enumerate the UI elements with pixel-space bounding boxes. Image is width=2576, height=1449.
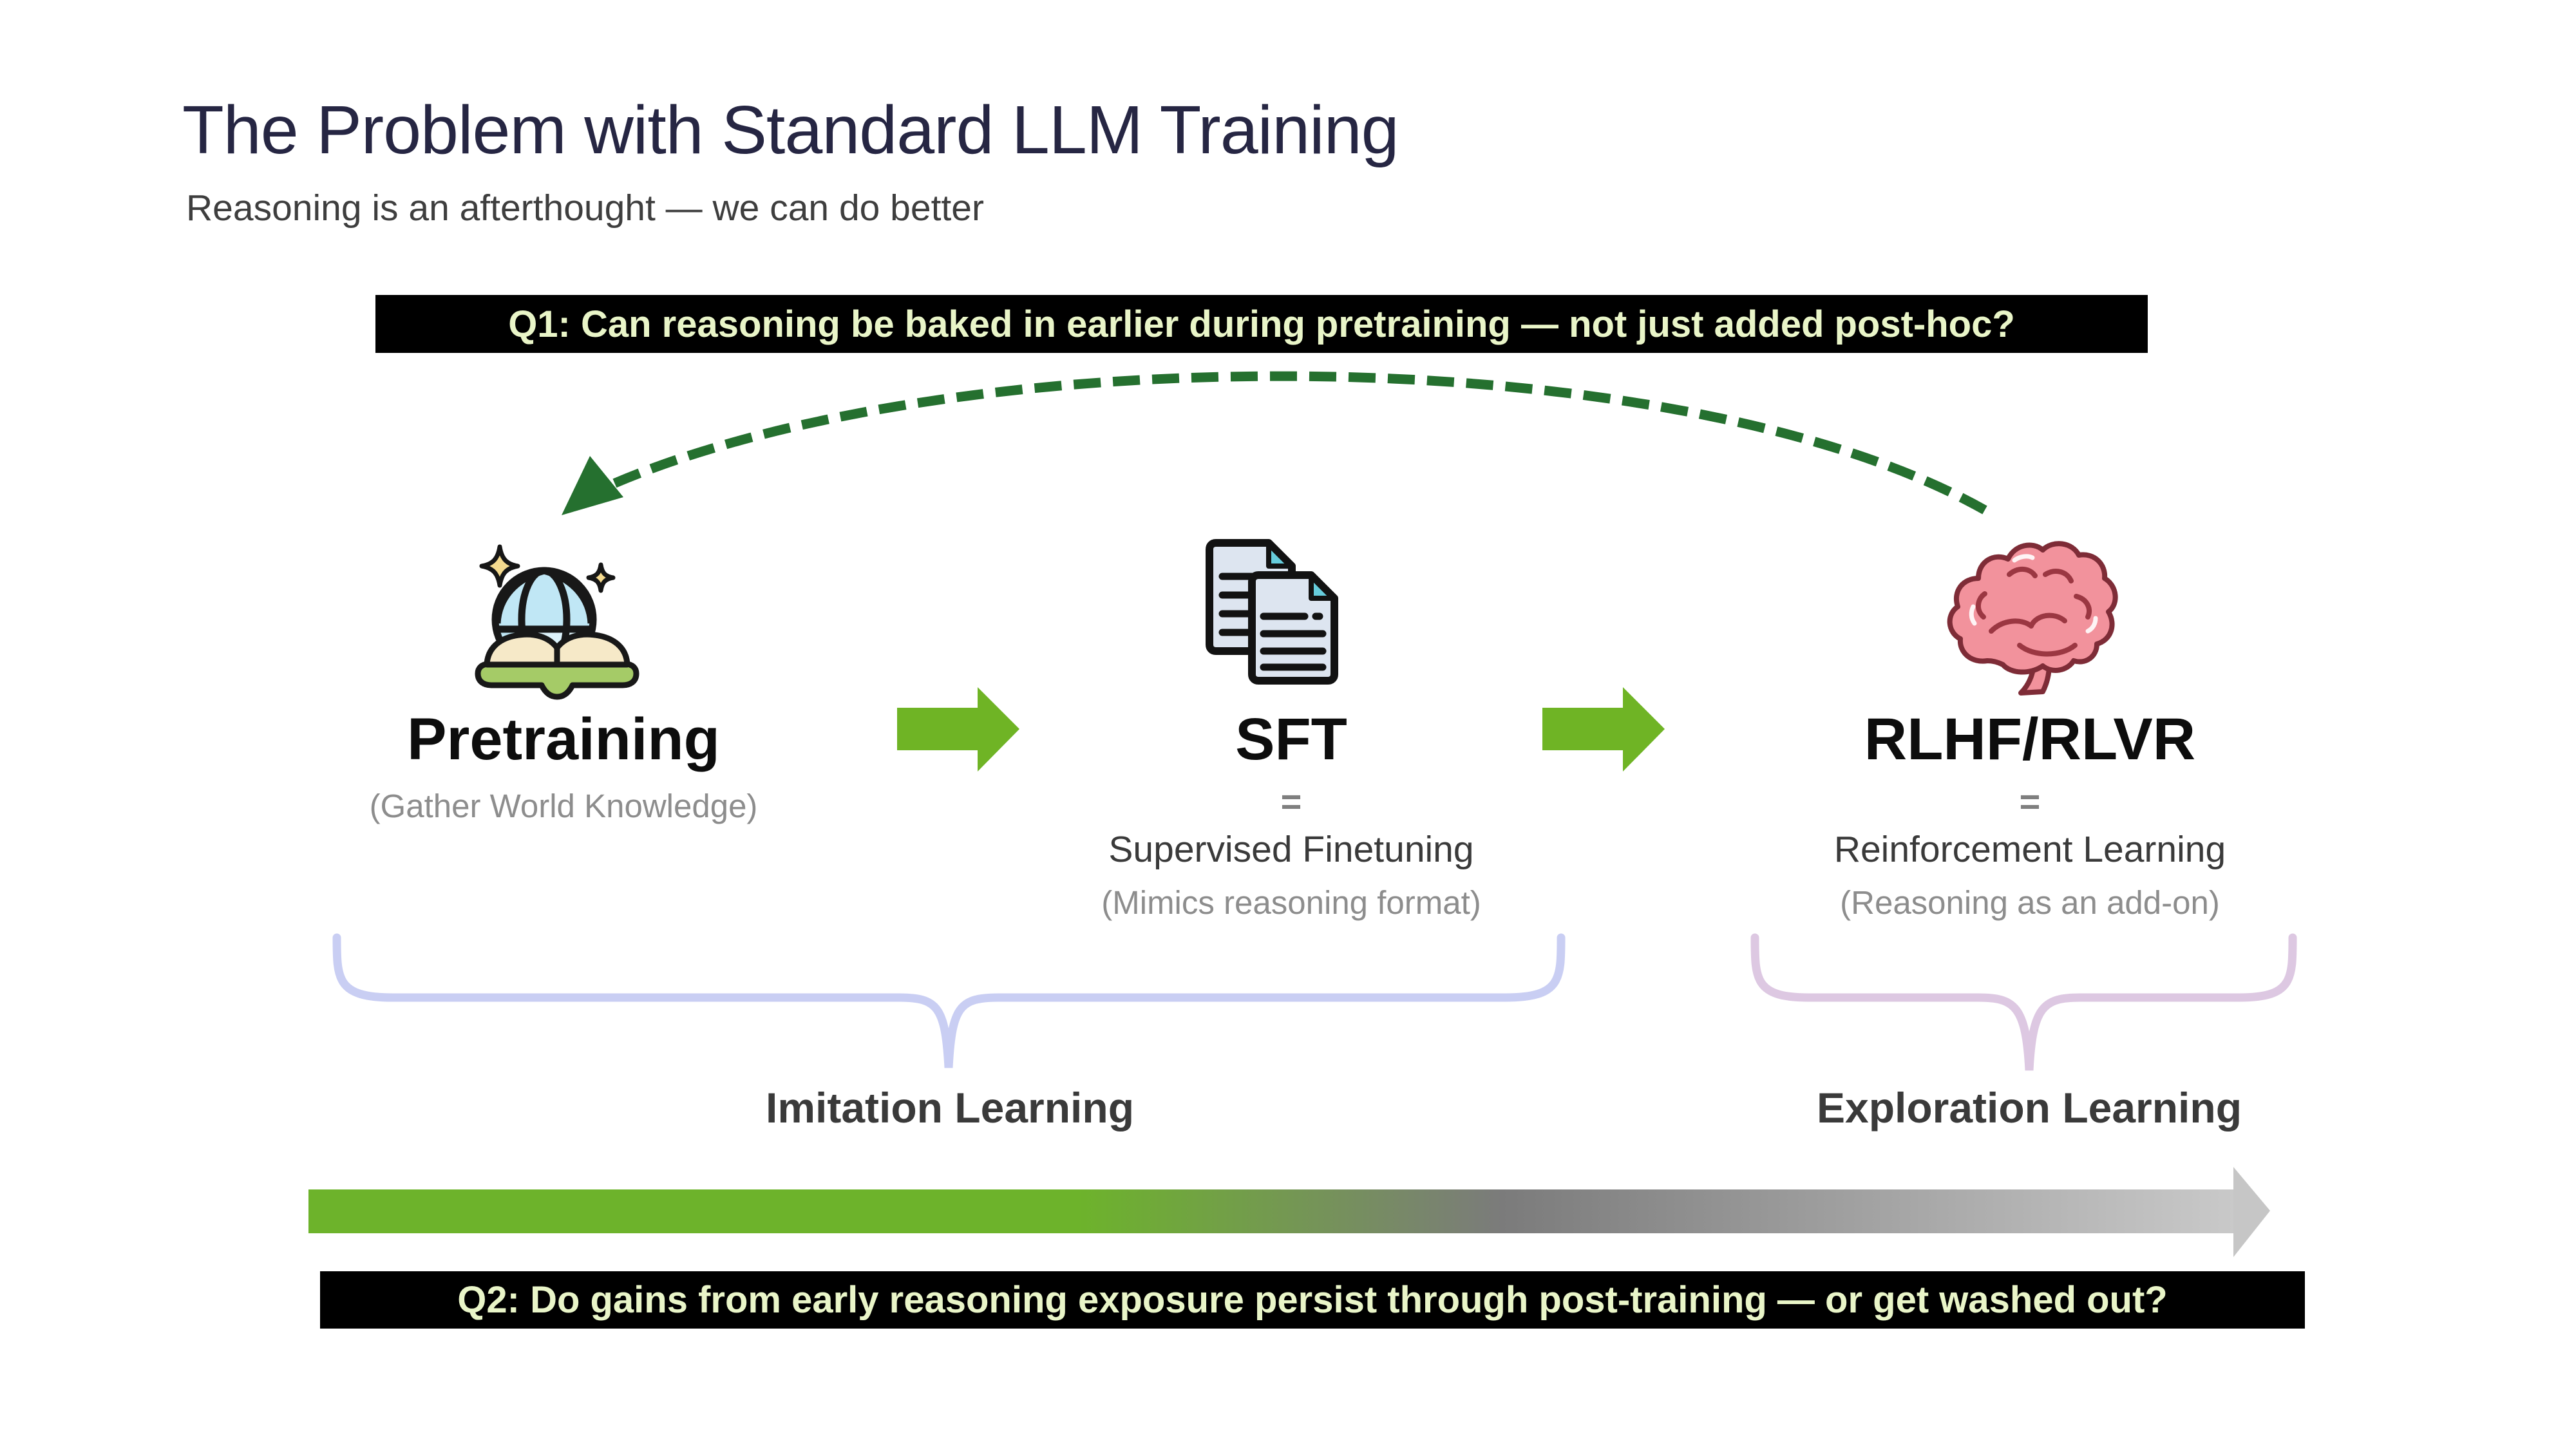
stage-pretraining-label: Pretraining — [407, 706, 720, 772]
page-title: The Problem with Standard LLM Training — [182, 92, 1399, 168]
stage-pretraining-subtitle: (Gather World Knowledge) — [369, 788, 758, 824]
exploration-learning-label: Exploration Learning — [1816, 1084, 2242, 1132]
stage-sft-full-name: Supervised Finetuning — [1108, 829, 1474, 870]
page-subtitle: Reasoning is an afterthought — we can do… — [186, 187, 984, 229]
feedback-dashed-arrow-icon — [562, 371, 1987, 515]
flow-arrow-icon — [1542, 687, 1665, 772]
stage-rlhf-label: RLHF/RLVR — [1864, 706, 2196, 772]
stage-rlhf-equals: = — [2019, 781, 2041, 822]
stage-sft-equals: = — [1280, 781, 1302, 822]
stage-rlhf-subtitle: (Reasoning as an add-on) — [1840, 884, 2220, 921]
exploration-brace — [1750, 933, 2297, 1071]
stage-rlhf-full-name: Reinforcement Learning — [1833, 829, 2226, 870]
globe-book-icon — [475, 544, 639, 700]
brain-icon — [1947, 541, 2118, 696]
flow-arrow-icon — [897, 687, 1019, 772]
documents-icon — [1206, 539, 1338, 685]
question-2-banner: Q2: Do gains from early reasoning exposu… — [320, 1271, 2305, 1329]
stage-sft-subtitle: (Mimics reasoning format) — [1101, 884, 1481, 921]
stage-sft-label: SFT — [1235, 706, 1347, 772]
question-1-banner: Q1: Can reasoning be baked in earlier du… — [375, 295, 2148, 353]
imitation-learning-label: Imitation Learning — [765, 1084, 1135, 1132]
training-timeline-arrow — [308, 1167, 2270, 1257]
imitation-brace — [332, 933, 1566, 1068]
